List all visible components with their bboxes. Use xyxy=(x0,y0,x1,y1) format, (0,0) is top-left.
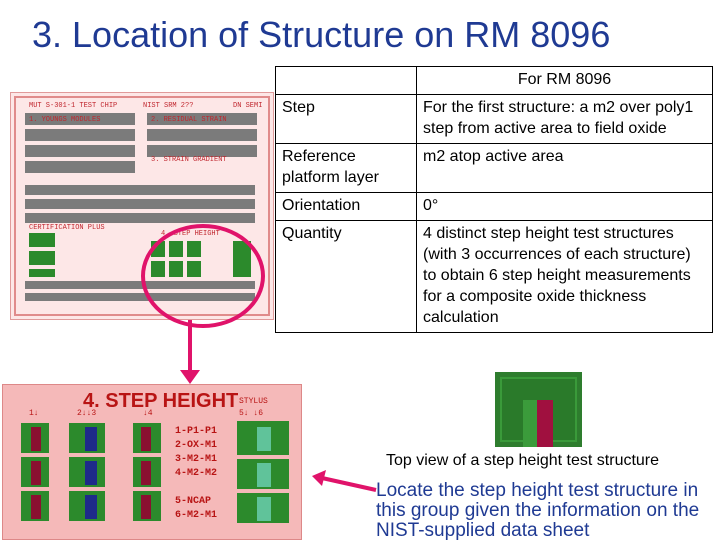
chip-label: MUT S-301-1 TEST CHIP xyxy=(29,102,117,110)
stylus-label: STYLUS xyxy=(239,397,268,406)
slide-title: 3. Location of Structure on RM 8096 xyxy=(32,14,611,55)
table-row: Step For the first structure: a m2 over … xyxy=(275,94,713,144)
instruction-caption: Locate the step height test structure in… xyxy=(376,480,700,541)
legend-entry: 5-NCAP xyxy=(175,496,211,507)
table-row: Reference platform layer m2 atop active … xyxy=(275,143,713,193)
zoom-title: 4. STEP HEIGHT xyxy=(83,390,238,412)
chip-label: DN SEMI xyxy=(233,102,262,110)
column-label: ↓4 xyxy=(143,409,153,418)
row-value: m2 atop active area xyxy=(416,143,713,193)
step-height-zoom-image: 4. STEP HEIGHT STYLUS 1↓ 2↓↓3 ↓4 5↓ ↓6 1… xyxy=(2,384,302,540)
table-header-blank xyxy=(275,66,417,95)
top-view-caption: Top view of a step height test structure xyxy=(386,452,660,469)
row-value: 4 distinct step height test structures (… xyxy=(416,220,713,333)
legend-entry: 6-M2-M1 xyxy=(175,510,217,521)
highlight-ellipse xyxy=(141,224,265,328)
row-label: Quantity xyxy=(275,220,417,333)
chip-label: CERTIFICATION PLUS xyxy=(29,224,105,232)
table-header-row: For RM 8096 xyxy=(275,66,713,95)
chip-label: NIST SRM 2?? xyxy=(143,102,193,110)
column-label: 5↓ ↓6 xyxy=(239,409,263,418)
column-label: 2↓↓3 xyxy=(77,409,96,418)
legend-entry: 3-M2-M1 xyxy=(175,454,217,465)
info-table: For RM 8096 Step For the first structure… xyxy=(275,66,713,333)
legend-entry: 1-P1-P1 xyxy=(175,426,217,437)
column-label: 1↓ xyxy=(29,409,39,418)
down-arrow-head xyxy=(180,370,200,384)
table-row: Quantity 4 distinct step height test str… xyxy=(275,220,713,333)
chip-label: 3. STRAIN GRADIENT xyxy=(151,156,227,164)
left-arrow-head xyxy=(312,470,326,486)
step-height-drawing: 4. STEP HEIGHT STYLUS 1↓ 2↓↓3 ↓4 5↓ ↓6 1… xyxy=(21,390,289,523)
legend-entry: 4-M2-M2 xyxy=(175,468,217,479)
top-view-image xyxy=(495,372,582,447)
top-view-drawing xyxy=(500,377,577,447)
row-label: Orientation xyxy=(275,192,417,221)
row-label: Reference platform layer xyxy=(275,143,417,193)
table-header: For RM 8096 xyxy=(416,66,713,95)
chip-label: 2. RESIDUAL STRAIN xyxy=(151,116,227,124)
left-arrow xyxy=(321,476,377,492)
chip-label: 1. YOUNGS MODULES xyxy=(29,116,100,124)
legend-entry: 2-OX-M1 xyxy=(175,440,217,451)
row-value: For the first structure: a m2 over poly1… xyxy=(416,94,713,144)
